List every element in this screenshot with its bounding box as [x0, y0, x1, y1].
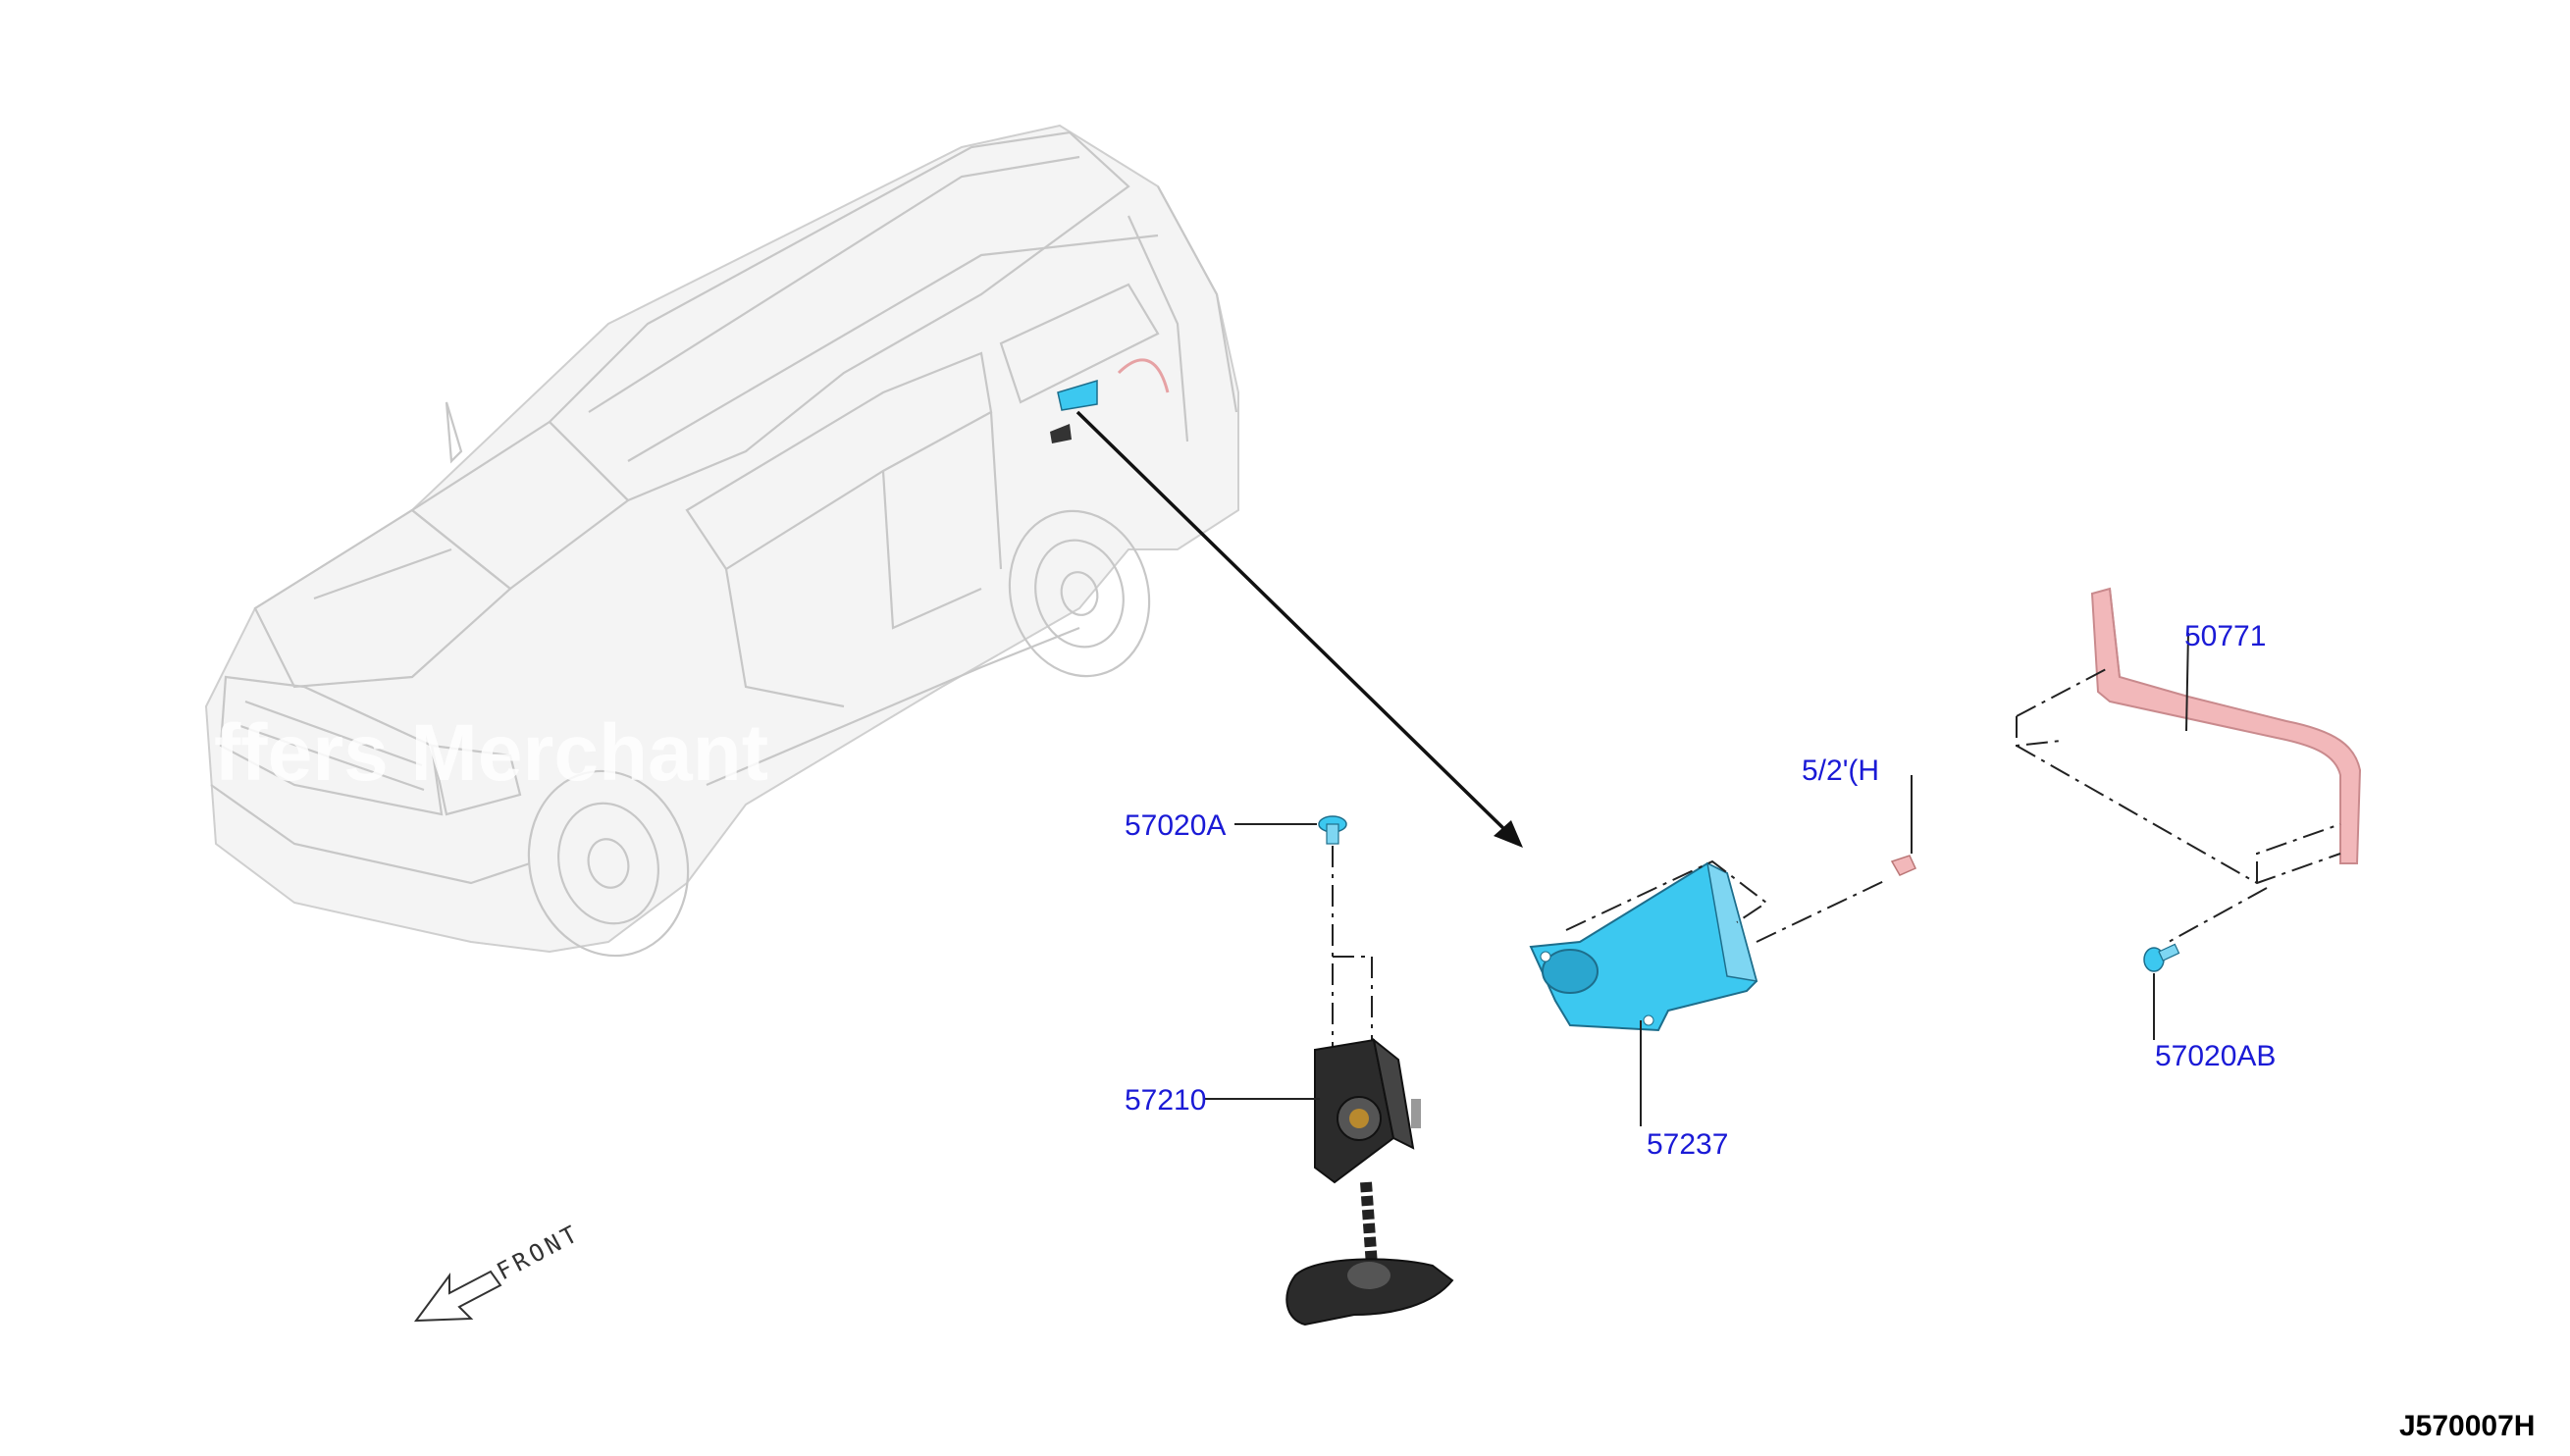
figure-code: J570007H [2399, 1410, 2535, 1442]
callout-57210: 57210 [1125, 1084, 1206, 1117]
location-pointer-arrow [1075, 410, 1523, 848]
part-57210: 57210 [1125, 1037, 1454, 1326]
part-57210H: 5/2'(H [1802, 754, 1917, 876]
front-label: FRONT [493, 1219, 586, 1285]
part-57020A: 57020A [1125, 809, 1373, 1055]
spare-tire-bracket [1529, 861, 1758, 1032]
vehicle-outline [204, 124, 1239, 958]
callout-57210H: 5/2'(H [1802, 754, 1879, 787]
callout-57020AB: 57020AB [2155, 1040, 2276, 1072]
bolt-icon [1318, 815, 1347, 845]
callout-50771: 50771 [2184, 620, 2266, 652]
callout-57237: 57237 [1647, 1128, 1728, 1161]
callout-57020A: 57020A [1125, 809, 1226, 842]
part-50771: 50771 [2016, 587, 2362, 943]
part-57020AB: 57020AB [2143, 943, 2276, 1072]
frame-rail [2090, 587, 2362, 864]
bolt-icon [1890, 855, 1917, 876]
front-indicator: FRONT [413, 1219, 586, 1323]
spare-tire-winch [1285, 1037, 1454, 1326]
front-arrow-icon [413, 1270, 502, 1323]
watermark-text: ffers Merchant [214, 708, 768, 798]
part-57237: 57237 [1529, 859, 1885, 1161]
bolt-icon [2143, 943, 2180, 972]
